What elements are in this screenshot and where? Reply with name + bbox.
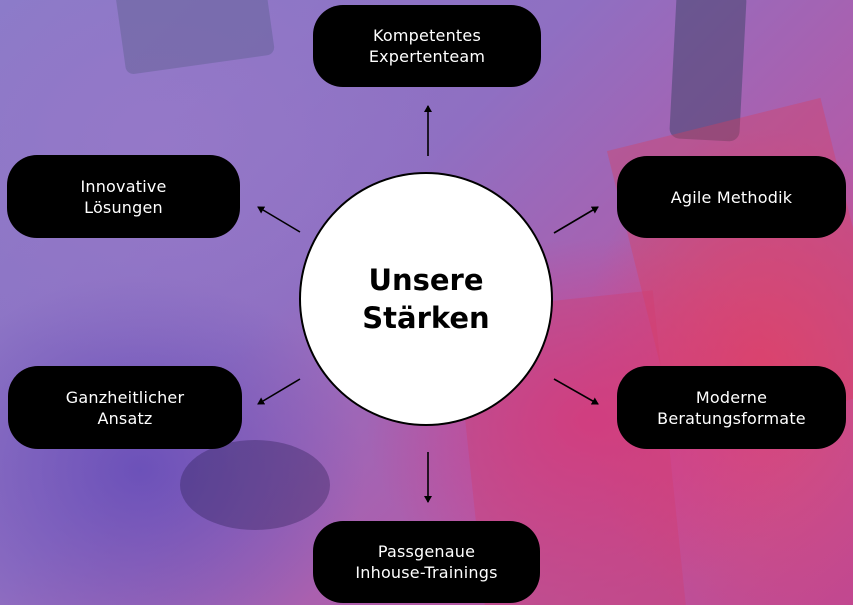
node-upper-left-label: Innovative Lösungen — [80, 176, 167, 217]
node-bottom: Passgenaue Inhouse-Trainings — [313, 521, 540, 603]
arrow-to-lower-right — [553, 378, 599, 405]
node-upper-right: Agile Methodik — [617, 156, 846, 238]
node-bottom-label: Passgenaue Inhouse-Trainings — [355, 542, 498, 582]
arrow-to-upper-left — [257, 206, 301, 233]
node-lower-right-label: Moderne Beratungsformate — [657, 387, 806, 428]
arrow-to-lower-left — [257, 378, 301, 405]
arrow-to-upper-right — [553, 206, 599, 234]
node-top: Kompetentes Expertenteam — [313, 5, 541, 87]
center-title: Unsere Stärken — [362, 263, 490, 335]
node-lower-left-label: Ganzheitlicher Ansatz — [65, 387, 185, 428]
node-lower-right: Moderne Beratungsformate — [617, 366, 846, 449]
center-circle: Unsere Stärken — [299, 172, 553, 426]
background-shoe — [180, 440, 330, 530]
node-upper-left: Innovative Lösungen — [7, 155, 240, 238]
node-top-label: Kompetentes Expertenteam — [368, 26, 486, 66]
node-lower-left: Ganzheitlicher Ansatz — [8, 366, 242, 449]
node-upper-right-label: Agile Methodik — [670, 187, 793, 207]
